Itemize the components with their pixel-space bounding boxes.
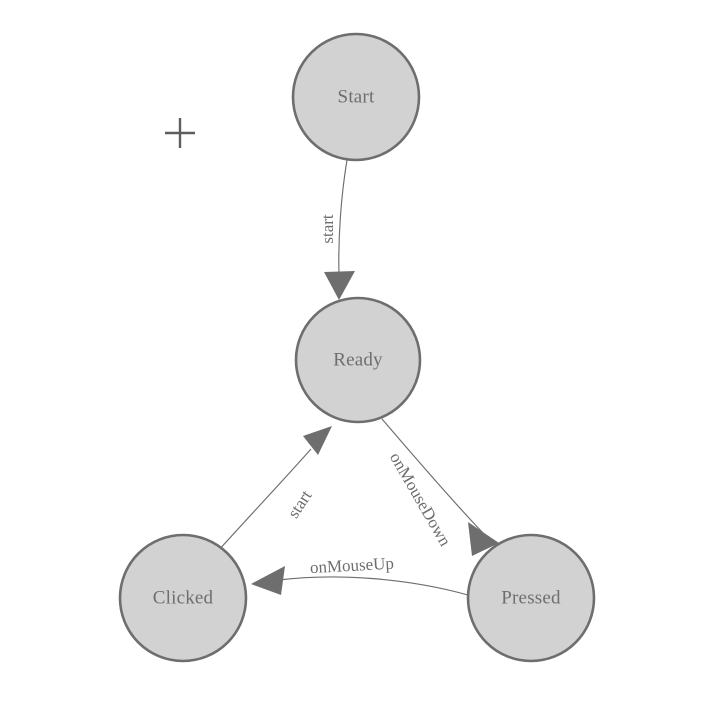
edge-label-clicked-to-ready: start [284,486,316,521]
nodes-layer: Start Ready Clicked Pressed [118,32,596,663]
node-label-ready: Ready [333,349,383,370]
node-circle-pressed[interactable] [466,533,596,663]
node-label-pressed: Pressed [501,587,561,608]
edge-pressed-to-clicked[interactable] [251,566,469,596]
node-label-clicked: Clicked [153,587,214,608]
node-circle-start[interactable] [291,32,421,162]
node-clicked[interactable]: Clicked [118,533,248,663]
edge-label-start-to-ready: start [318,214,337,244]
arrowhead-pressed-to-clicked [251,566,285,595]
node-circle-clicked[interactable] [118,533,248,663]
edge-start-to-ready[interactable] [324,159,355,300]
edges-layer [216,159,499,596]
edge-path-clicked-to-ready [216,448,312,553]
node-circle-ready[interactable] [294,296,422,424]
edge-path-start-to-ready [338,159,348,276]
node-label-start: Start [338,86,375,107]
arrowhead-ready-to-pressed [468,522,499,556]
arrowhead-clicked-to-ready [303,426,332,455]
crosshair-cursor-icon [165,118,195,148]
node-ready[interactable]: Ready [294,296,422,424]
edge-label-pressed-to-clicked: onMouseUp [309,554,394,577]
arrowhead-start-to-ready [324,271,355,300]
edge-path-pressed-to-clicked [278,576,469,596]
edge-clicked-to-ready[interactable] [216,426,332,553]
edge-ready-to-pressed[interactable] [381,418,499,556]
edge-path-ready-to-pressed [381,418,485,535]
node-start[interactable]: Start [291,32,421,162]
node-pressed[interactable]: Pressed [466,533,596,663]
